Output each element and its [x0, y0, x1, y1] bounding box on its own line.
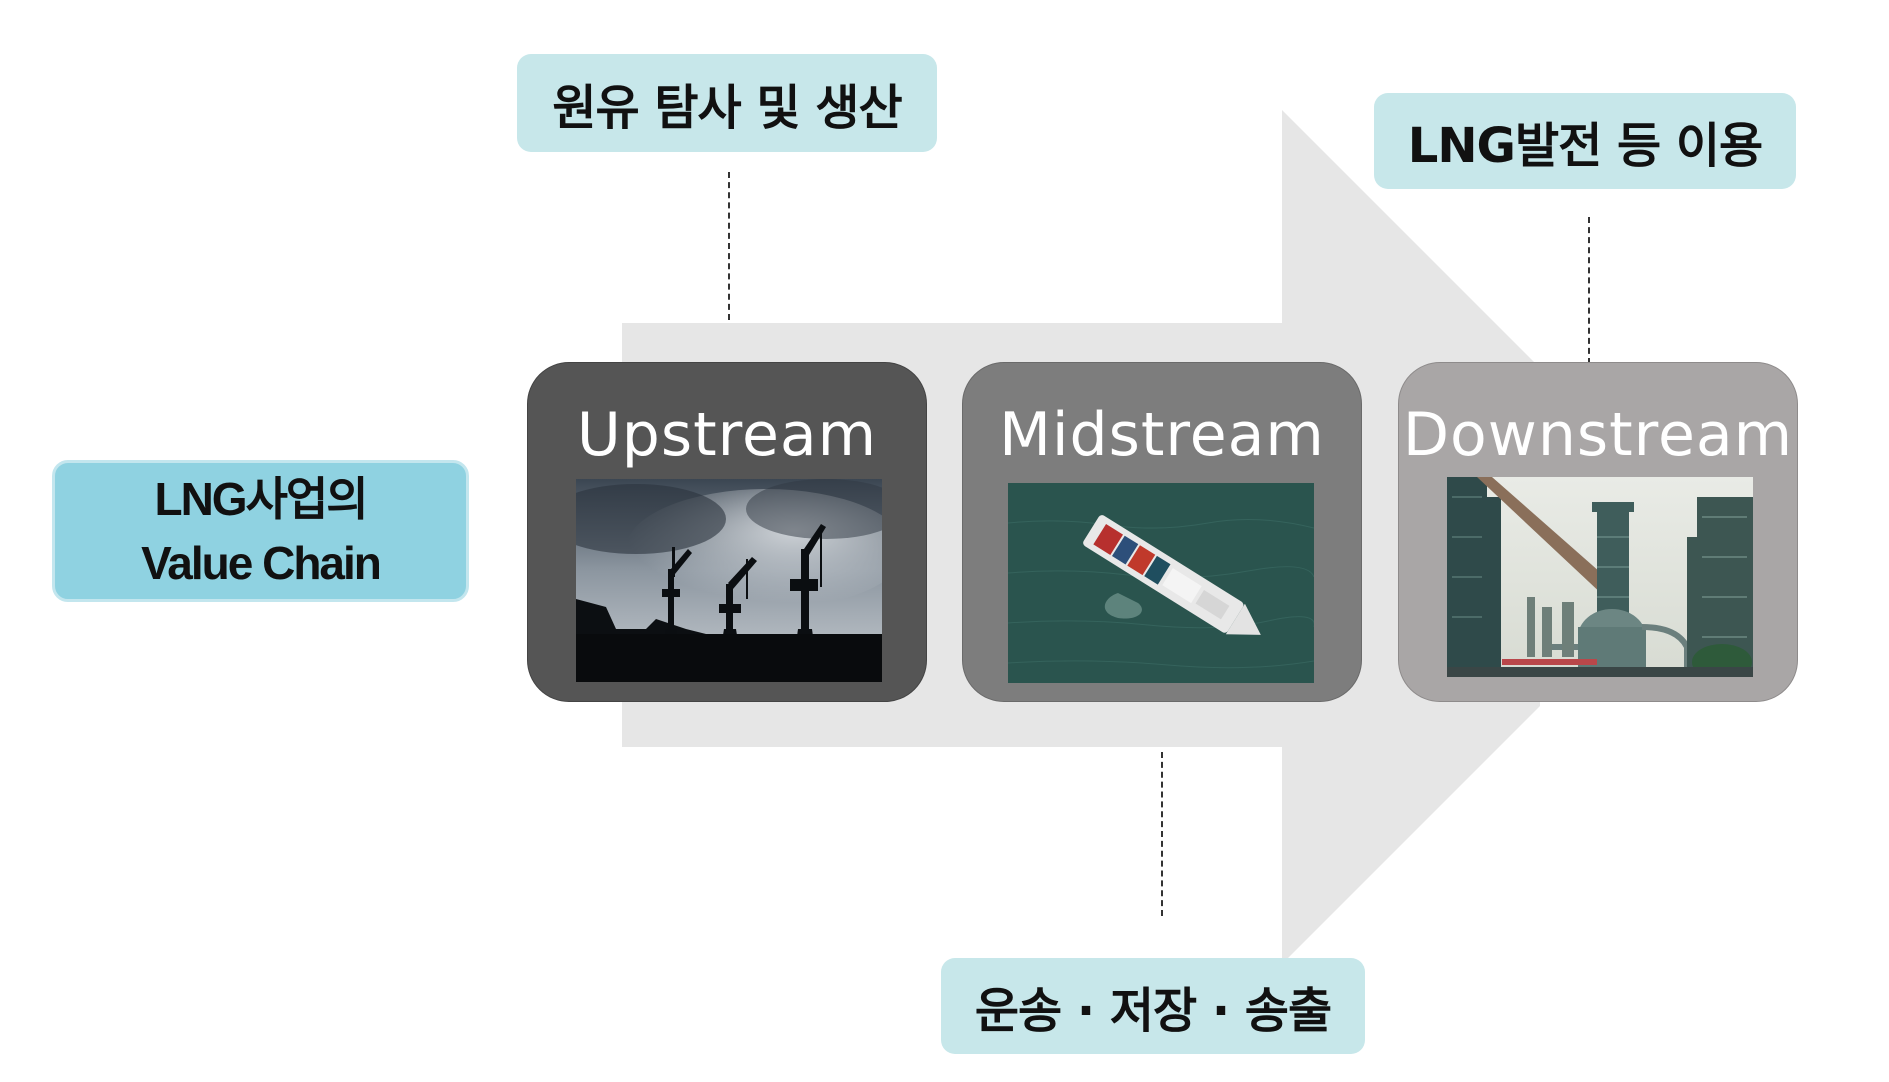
upstream-connector [728, 172, 730, 320]
upstream-title: Upstream [576, 400, 878, 470]
midstream-description: 운송 · 저장 · 송출 [941, 958, 1365, 1054]
downstream-title: Downstream [1402, 400, 1794, 470]
industrial-plant-photo [1447, 477, 1753, 677]
upstream-description: 원유 탐사 및 생산 [517, 54, 937, 152]
downstream-description: LNG발전 등 이용 [1374, 93, 1796, 189]
midstream-connector [1161, 752, 1163, 916]
midstream-title: Midstream [999, 400, 1325, 470]
downstream-connector [1588, 217, 1590, 364]
lng-carrier-ship-photo [1008, 483, 1314, 683]
harbor-cranes-photo [576, 479, 882, 682]
title-line-2: Value Chain [141, 537, 382, 589]
upstream-stage: Upstream [527, 362, 927, 702]
downstream-stage: Downstream [1398, 362, 1798, 702]
value-chain-title: LNG사업의 Value Chain [52, 460, 469, 602]
title-line-1: LNG사업의 [154, 473, 368, 525]
midstream-stage: Midstream [962, 362, 1362, 702]
